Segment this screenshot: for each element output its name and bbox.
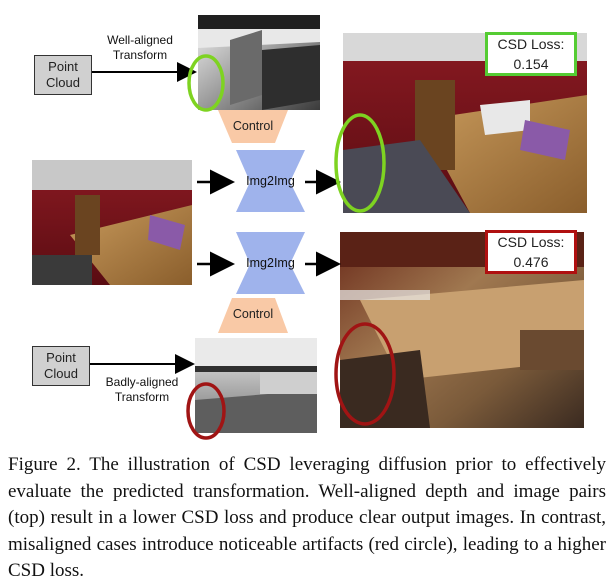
point-cloud-box-top: Point Cloud (34, 55, 92, 95)
csd-loss-title-bottom: CSD Loss: (497, 234, 565, 250)
img2img-label-bottom: Img2Img (246, 256, 295, 270)
csd-loss-box-top: CSD Loss: 0.154 (485, 32, 577, 76)
point-cloud-box-bottom: Point Cloud (32, 346, 90, 386)
well-aligned-transform-label: Well-aligned Transform (107, 33, 173, 62)
top-depth-image (198, 15, 320, 110)
bottom-depth-image (195, 338, 317, 433)
figure-caption: Figure 2. The illustration of CSD levera… (8, 454, 606, 581)
figure: Point Cloud Point Cloud Well-aligned Tra… (32, 15, 587, 440)
control-label-bottom: Control (232, 307, 274, 321)
bad-alignment-circle-depth (186, 382, 226, 440)
csd-loss-value-bottom: 0.476 (513, 254, 549, 270)
bad-alignment-circle-output (334, 322, 396, 426)
input-rgb-image (32, 160, 192, 285)
control-trapezoid-top (218, 110, 288, 143)
csd-loss-value-top: 0.154 (513, 56, 549, 72)
good-alignment-circle-depth (187, 54, 225, 112)
csd-loss-title-top: CSD Loss: (497, 36, 565, 52)
badly-aligned-transform-label: Badly-aligned Transform (105, 375, 179, 404)
csd-loss-box-bottom: CSD Loss: 0.476 (485, 230, 577, 274)
good-alignment-circle-output (334, 113, 386, 213)
img2img-label-top: Img2Img (246, 174, 295, 188)
img2img-shape-top (236, 150, 305, 212)
control-label-top: Control (232, 119, 274, 133)
img2img-shape-bottom (236, 232, 305, 294)
control-trapezoid-bottom (218, 298, 288, 333)
figure-graphics (32, 15, 587, 440)
